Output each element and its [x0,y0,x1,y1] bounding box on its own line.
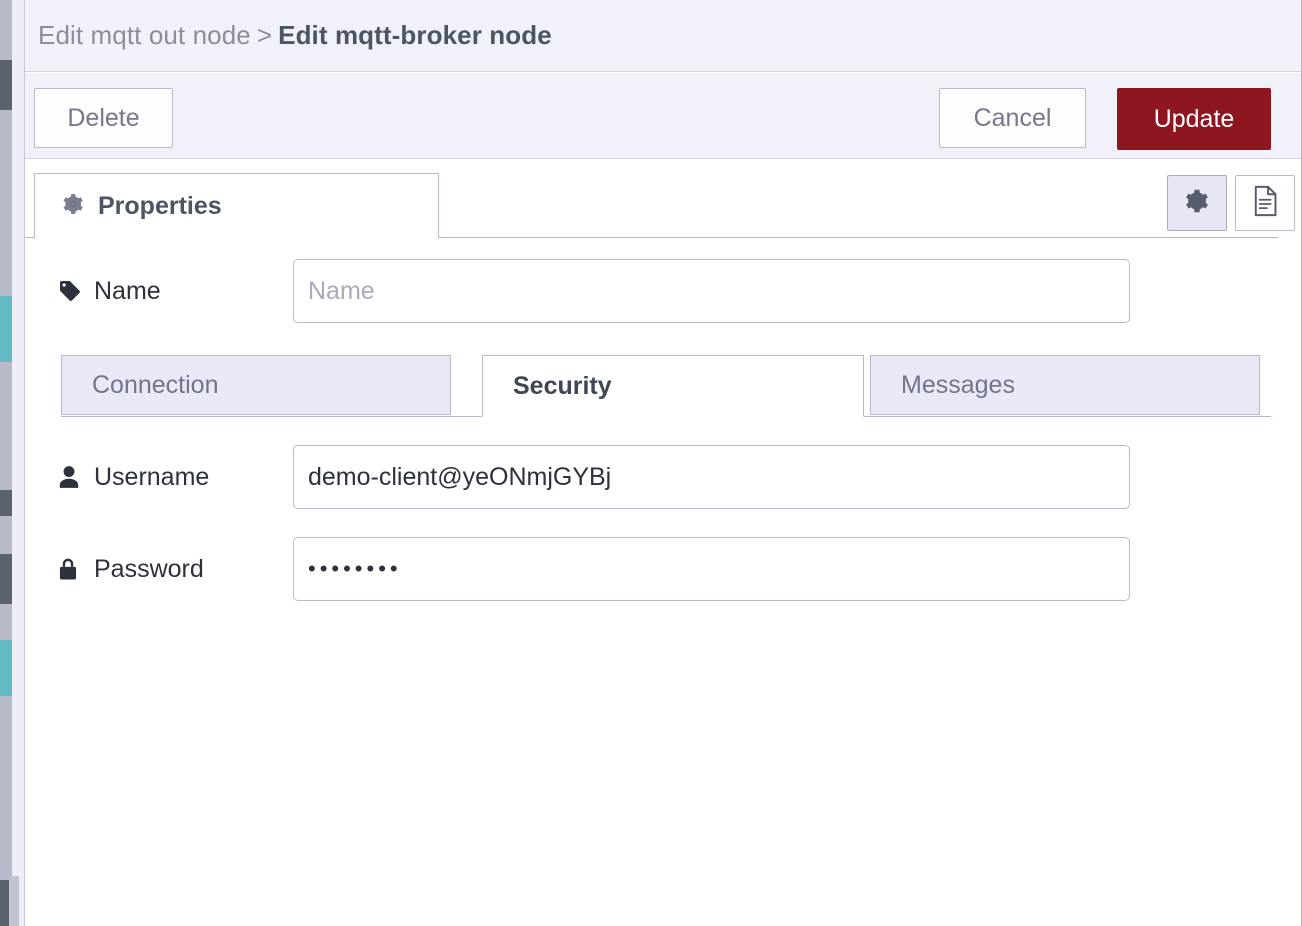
subtab-security[interactable]: Security [482,355,864,417]
breadcrumb: Edit mqtt out node>Edit mqtt-broker node [38,20,552,51]
username-label-text: Username [94,462,210,491]
user-icon [58,465,84,489]
password-label: Password [58,555,278,584]
subtab-connection[interactable]: Connection [61,355,451,415]
cancel-button[interactable]: Cancel [939,88,1086,148]
subtab-connection-label: Connection [92,370,219,399]
dialog-tabbar: Properties [25,160,1302,238]
breadcrumb-current: Edit mqtt-broker node [278,20,552,50]
background-fragment [0,490,12,516]
tabbar-underline [25,237,1278,238]
update-button[interactable]: Update [1117,88,1271,150]
dialog-header: Edit mqtt out node>Edit mqtt-broker node [25,0,1302,72]
properties-form: Name Connection Security Messages [25,238,1302,926]
field-row-name: Name [58,259,1130,323]
subtab-messages-label: Messages [901,370,1015,399]
tag-icon [58,279,84,303]
background-fragment [0,60,12,110]
lock-icon [58,557,84,581]
security-subtabs: Connection Security Messages [61,355,1271,417]
description-panel-button[interactable] [1235,175,1295,231]
document-icon [1250,185,1280,222]
edit-node-dialog: Edit mqtt out node>Edit mqtt-broker node… [24,0,1302,926]
scrollbar-thumb[interactable] [9,876,19,926]
username-input[interactable] [293,445,1130,509]
password-input[interactable] [293,537,1130,601]
background-strip [0,0,12,926]
username-label: Username [58,463,278,492]
name-label-text: Name [94,276,161,305]
scrollbar-track[interactable] [19,0,24,926]
tab-properties[interactable]: Properties [34,173,439,238]
background-fragment [0,554,12,604]
tab-properties-label: Properties [98,191,222,220]
subtab-security-label: Security [513,371,612,400]
properties-panel-button[interactable] [1167,175,1227,231]
breadcrumb-separator: > [256,20,273,50]
background-gap [12,0,19,926]
field-row-username: Username [58,445,1130,509]
field-row-password: Password [58,537,1130,601]
name-label: Name [58,277,278,306]
breadcrumb-parent[interactable]: Edit mqtt out node [38,20,251,50]
gear-icon [61,192,85,221]
subtab-messages[interactable]: Messages [870,355,1260,415]
background-fragment [0,640,12,696]
password-label-text: Password [94,554,204,583]
delete-button[interactable]: Delete [34,88,173,148]
dialog-toolbar: Delete Cancel Update [25,73,1302,159]
gear-icon [1183,187,1211,220]
background-fragment [0,296,12,362]
name-input[interactable] [293,259,1130,323]
